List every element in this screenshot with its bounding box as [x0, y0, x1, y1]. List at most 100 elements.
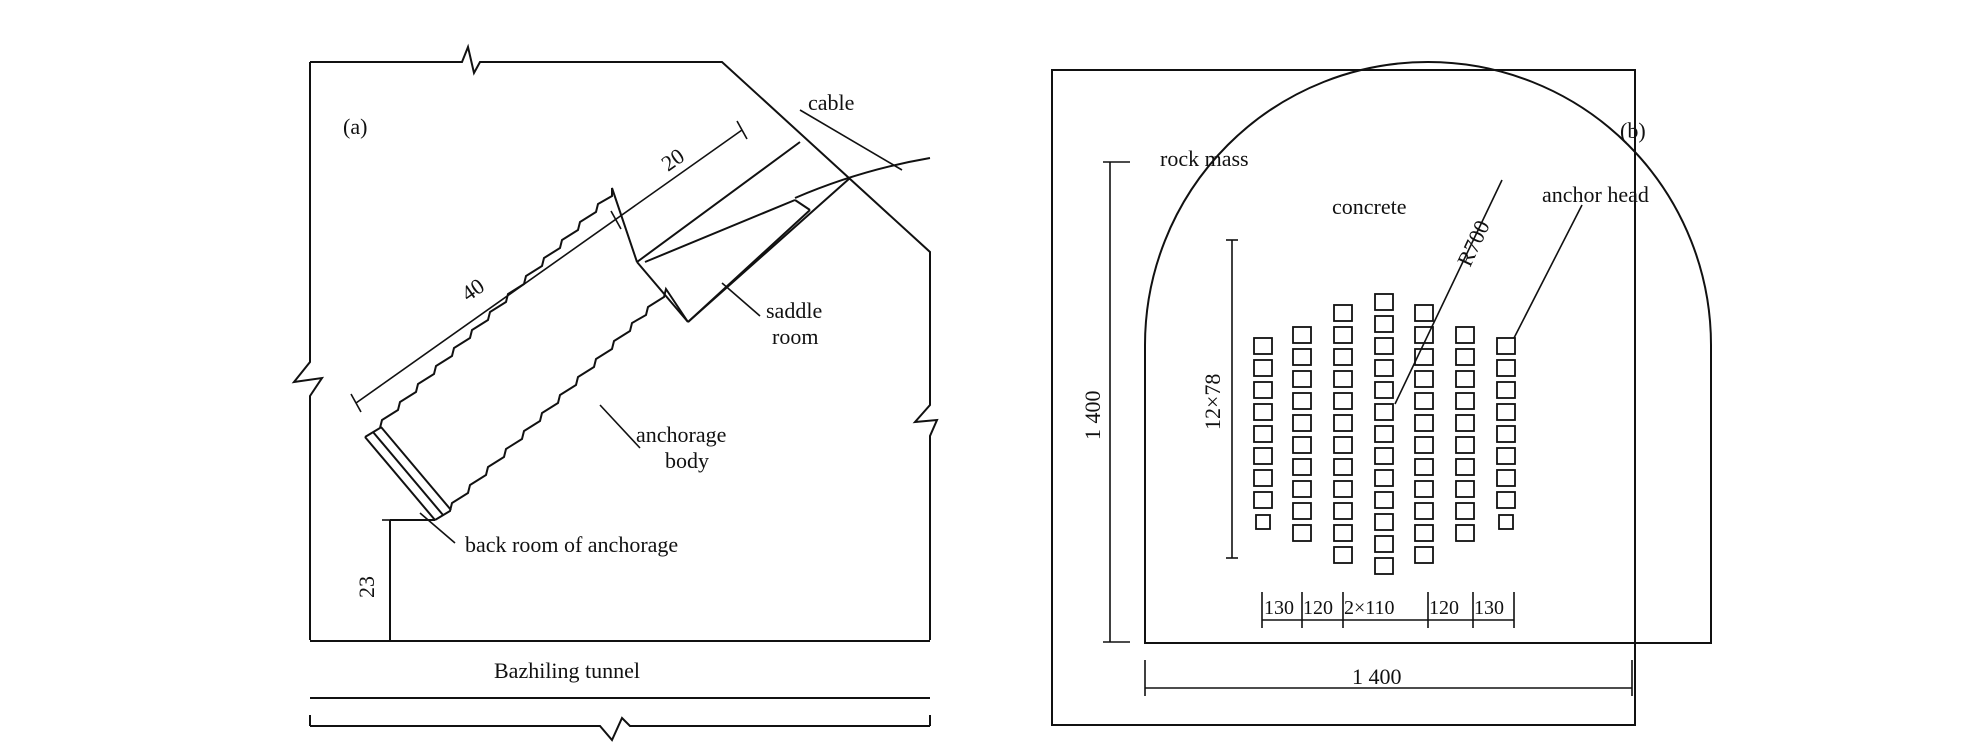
panel-a-label: (a)	[343, 114, 367, 139]
panel-b-label: (b)	[1620, 118, 1646, 143]
anchor-head-box	[1374, 535, 1394, 553]
anchor-head-box	[1414, 370, 1434, 388]
anchor-head-box	[1374, 315, 1394, 333]
anchor-head-box	[1374, 403, 1394, 421]
spacing-label-3: 2×110	[1344, 597, 1395, 619]
anchor-head-box	[1414, 414, 1434, 432]
anchor-head-box	[1333, 480, 1353, 498]
tunnel-floor-line	[310, 716, 930, 742]
anchor-head-box	[1292, 502, 1312, 520]
anchor-head-box	[1374, 491, 1394, 509]
spacing-label-2: 120	[1303, 597, 1333, 619]
anchor-head-box	[1333, 502, 1353, 520]
anchor-head-box	[1414, 458, 1434, 476]
radius-leader	[1394, 179, 1503, 405]
width-label: 1 400	[1352, 664, 1402, 689]
concrete-arch	[1144, 61, 1712, 644]
dim-40-label: 40	[457, 273, 489, 306]
anchor-head-box	[1333, 326, 1353, 344]
anchorage-body-bottom	[434, 286, 689, 521]
anchor-head-box	[1496, 403, 1516, 421]
anchor-head-box	[1455, 436, 1475, 454]
anchor-head-box	[1414, 524, 1434, 542]
saddle-inner	[644, 199, 811, 323]
anchor-head-box	[1414, 546, 1434, 564]
anchor-head-box	[1496, 337, 1516, 355]
anchor-head-box	[1292, 414, 1312, 432]
anchor-head-box	[1414, 304, 1434, 322]
anchor-head-box	[1374, 293, 1394, 311]
dim-tick-mid	[610, 210, 622, 230]
anchor-head-box	[1455, 326, 1475, 344]
anchor-head-box	[1292, 458, 1312, 476]
anchor-head-box	[1333, 370, 1353, 388]
spacing-label-1: 130	[1264, 597, 1294, 619]
dim-23-label: 23	[354, 576, 379, 598]
anchor-head-box	[1374, 557, 1394, 575]
back-room-step	[389, 519, 435, 641]
cable-leader	[799, 109, 903, 171]
anchor-head-box	[1333, 546, 1353, 564]
cable-line	[794, 157, 931, 199]
anchor-head-box	[1292, 524, 1312, 542]
anchor-head-box	[1496, 447, 1516, 465]
anchor-head-box	[1253, 447, 1273, 465]
anchor-head-box	[1292, 348, 1312, 366]
anchor-head-box	[1455, 480, 1475, 498]
anchor-head-box	[1333, 392, 1353, 410]
anchor-head-box	[1292, 436, 1312, 454]
anchor-head-box	[1455, 348, 1475, 366]
anchor-head-box	[1455, 524, 1475, 542]
anchor-head-box	[1455, 414, 1475, 432]
rows-label: 12×78	[1200, 374, 1225, 430]
anchorage-body-top	[364, 187, 638, 438]
anchor-head-box	[1333, 304, 1353, 322]
anchor-head-box	[1253, 469, 1273, 487]
anchor-head-box	[1455, 458, 1475, 476]
room-label: room	[772, 324, 818, 349]
anchor-head-box	[1374, 425, 1394, 443]
cable-label: cable	[808, 90, 854, 115]
anchorage-body-leader	[599, 404, 641, 449]
anchor-head-leader	[1513, 204, 1583, 339]
saddle-label: saddle	[766, 298, 822, 323]
back-room-leader	[419, 512, 456, 544]
anchor-head-box	[1496, 359, 1516, 377]
dim-tick-end	[736, 120, 748, 140]
anchor-head-box	[1496, 381, 1516, 399]
anchor-head-box	[1498, 514, 1514, 530]
anchor-head-box	[1374, 381, 1394, 399]
anchor-head-box	[1333, 524, 1353, 542]
anchor-head-box	[1333, 414, 1353, 432]
concrete-label: concrete	[1332, 194, 1407, 219]
anchor-head-box	[1374, 513, 1394, 531]
anchor-head-label: anchor head	[1542, 182, 1649, 207]
rock-left-edge	[291, 62, 325, 640]
anchor-head-box	[1292, 326, 1312, 344]
radius-label: R700	[1452, 216, 1495, 270]
anchor-head-box	[1496, 469, 1516, 487]
anchor-head-grid	[1253, 293, 1516, 575]
rock-outline	[310, 43, 939, 640]
anchor-head-box	[1374, 359, 1394, 377]
back-room-label: back room of anchorage	[465, 532, 678, 557]
dim-40-20-line	[355, 129, 743, 404]
anchor-head-box	[1333, 436, 1353, 454]
anchor-head-box	[1455, 392, 1475, 410]
anchor-head-box	[1253, 403, 1273, 421]
anchor-head-box	[1333, 458, 1353, 476]
anchor-head-box	[1292, 370, 1312, 388]
panel-b: (b) rock mass concrete R700 anchor head …	[1051, 61, 1712, 726]
anchor-head-box	[1292, 392, 1312, 410]
anchorage-label: anchorage	[636, 422, 726, 447]
anchor-head-box	[1333, 348, 1353, 366]
anchor-head-box	[1414, 502, 1434, 520]
panel-a: (a) cable 20 40 saddle room anchorage bo…	[291, 43, 939, 742]
anchor-head-box	[1374, 469, 1394, 487]
anchor-head-box	[1455, 370, 1475, 388]
anchor-head-box	[1253, 337, 1273, 355]
tunnel-label: Bazhiling tunnel	[494, 658, 640, 683]
anchorage-back-face	[364, 426, 452, 521]
anchor-head-box	[1255, 514, 1271, 530]
panel-b-frame	[1051, 69, 1636, 726]
